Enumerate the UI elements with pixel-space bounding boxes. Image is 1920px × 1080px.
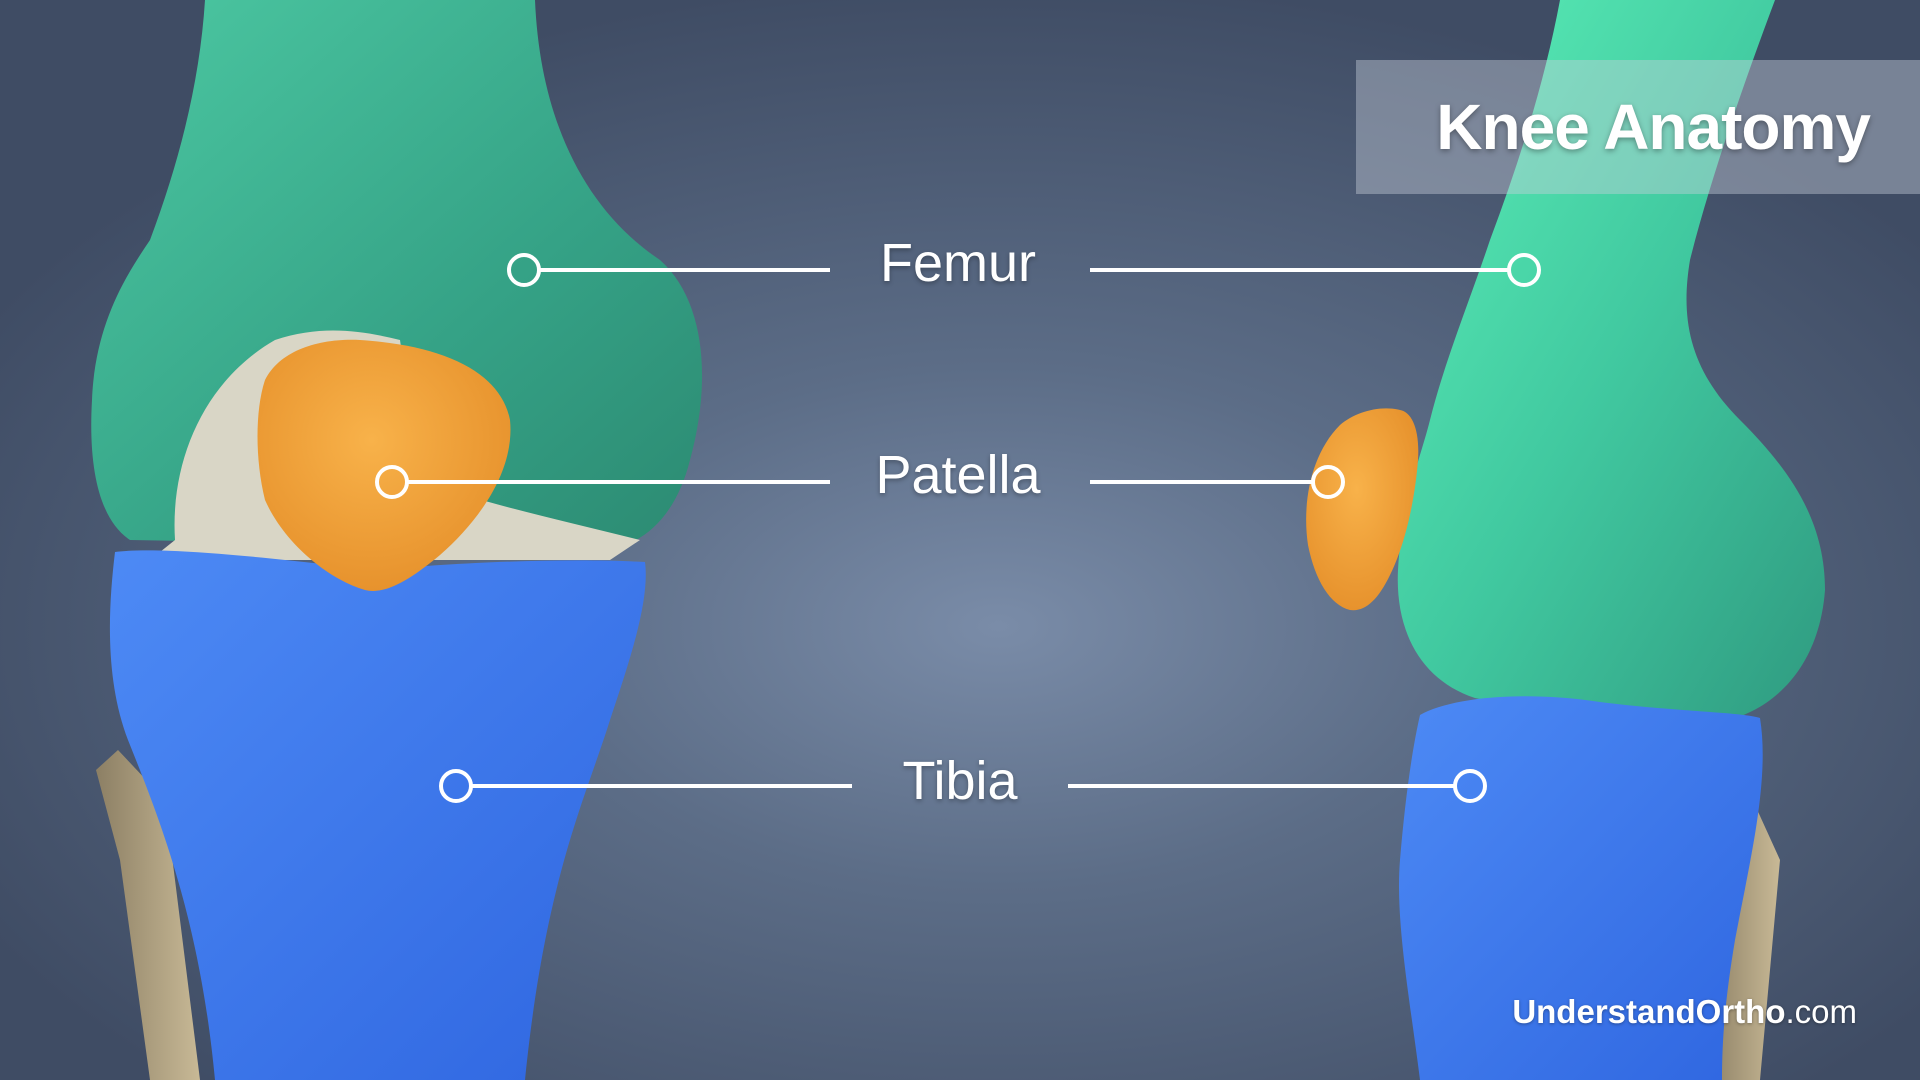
brand-domain: .com [1785,993,1857,1030]
tibia-point-right [1453,769,1487,803]
leader-endpoints [375,253,1541,803]
tibia-front [109,550,646,1080]
brand-watermark: UnderstandOrtho.com [1512,993,1857,1031]
brand-name: UnderstandOrtho [1512,993,1786,1030]
patella-front [257,339,511,591]
leader-lines [408,268,1508,788]
title-banner: Knee Anatomy [1356,60,1920,194]
femur-label: Femur [879,233,1037,293]
femur-point-right [1507,253,1541,287]
tibia-point-left [439,769,473,803]
patella-point-left [375,465,409,499]
femur-side [1397,0,1825,725]
tibia-side [1399,696,1763,1080]
tibia-label: Tibia [902,751,1018,811]
patella-side [1306,408,1419,611]
patella-label: Patella [875,445,1041,505]
page-title: Knee Anatomy [1436,91,1871,163]
femur-point-left [507,253,541,287]
fibula-front [96,750,200,1080]
patella-point-right [1311,465,1345,499]
